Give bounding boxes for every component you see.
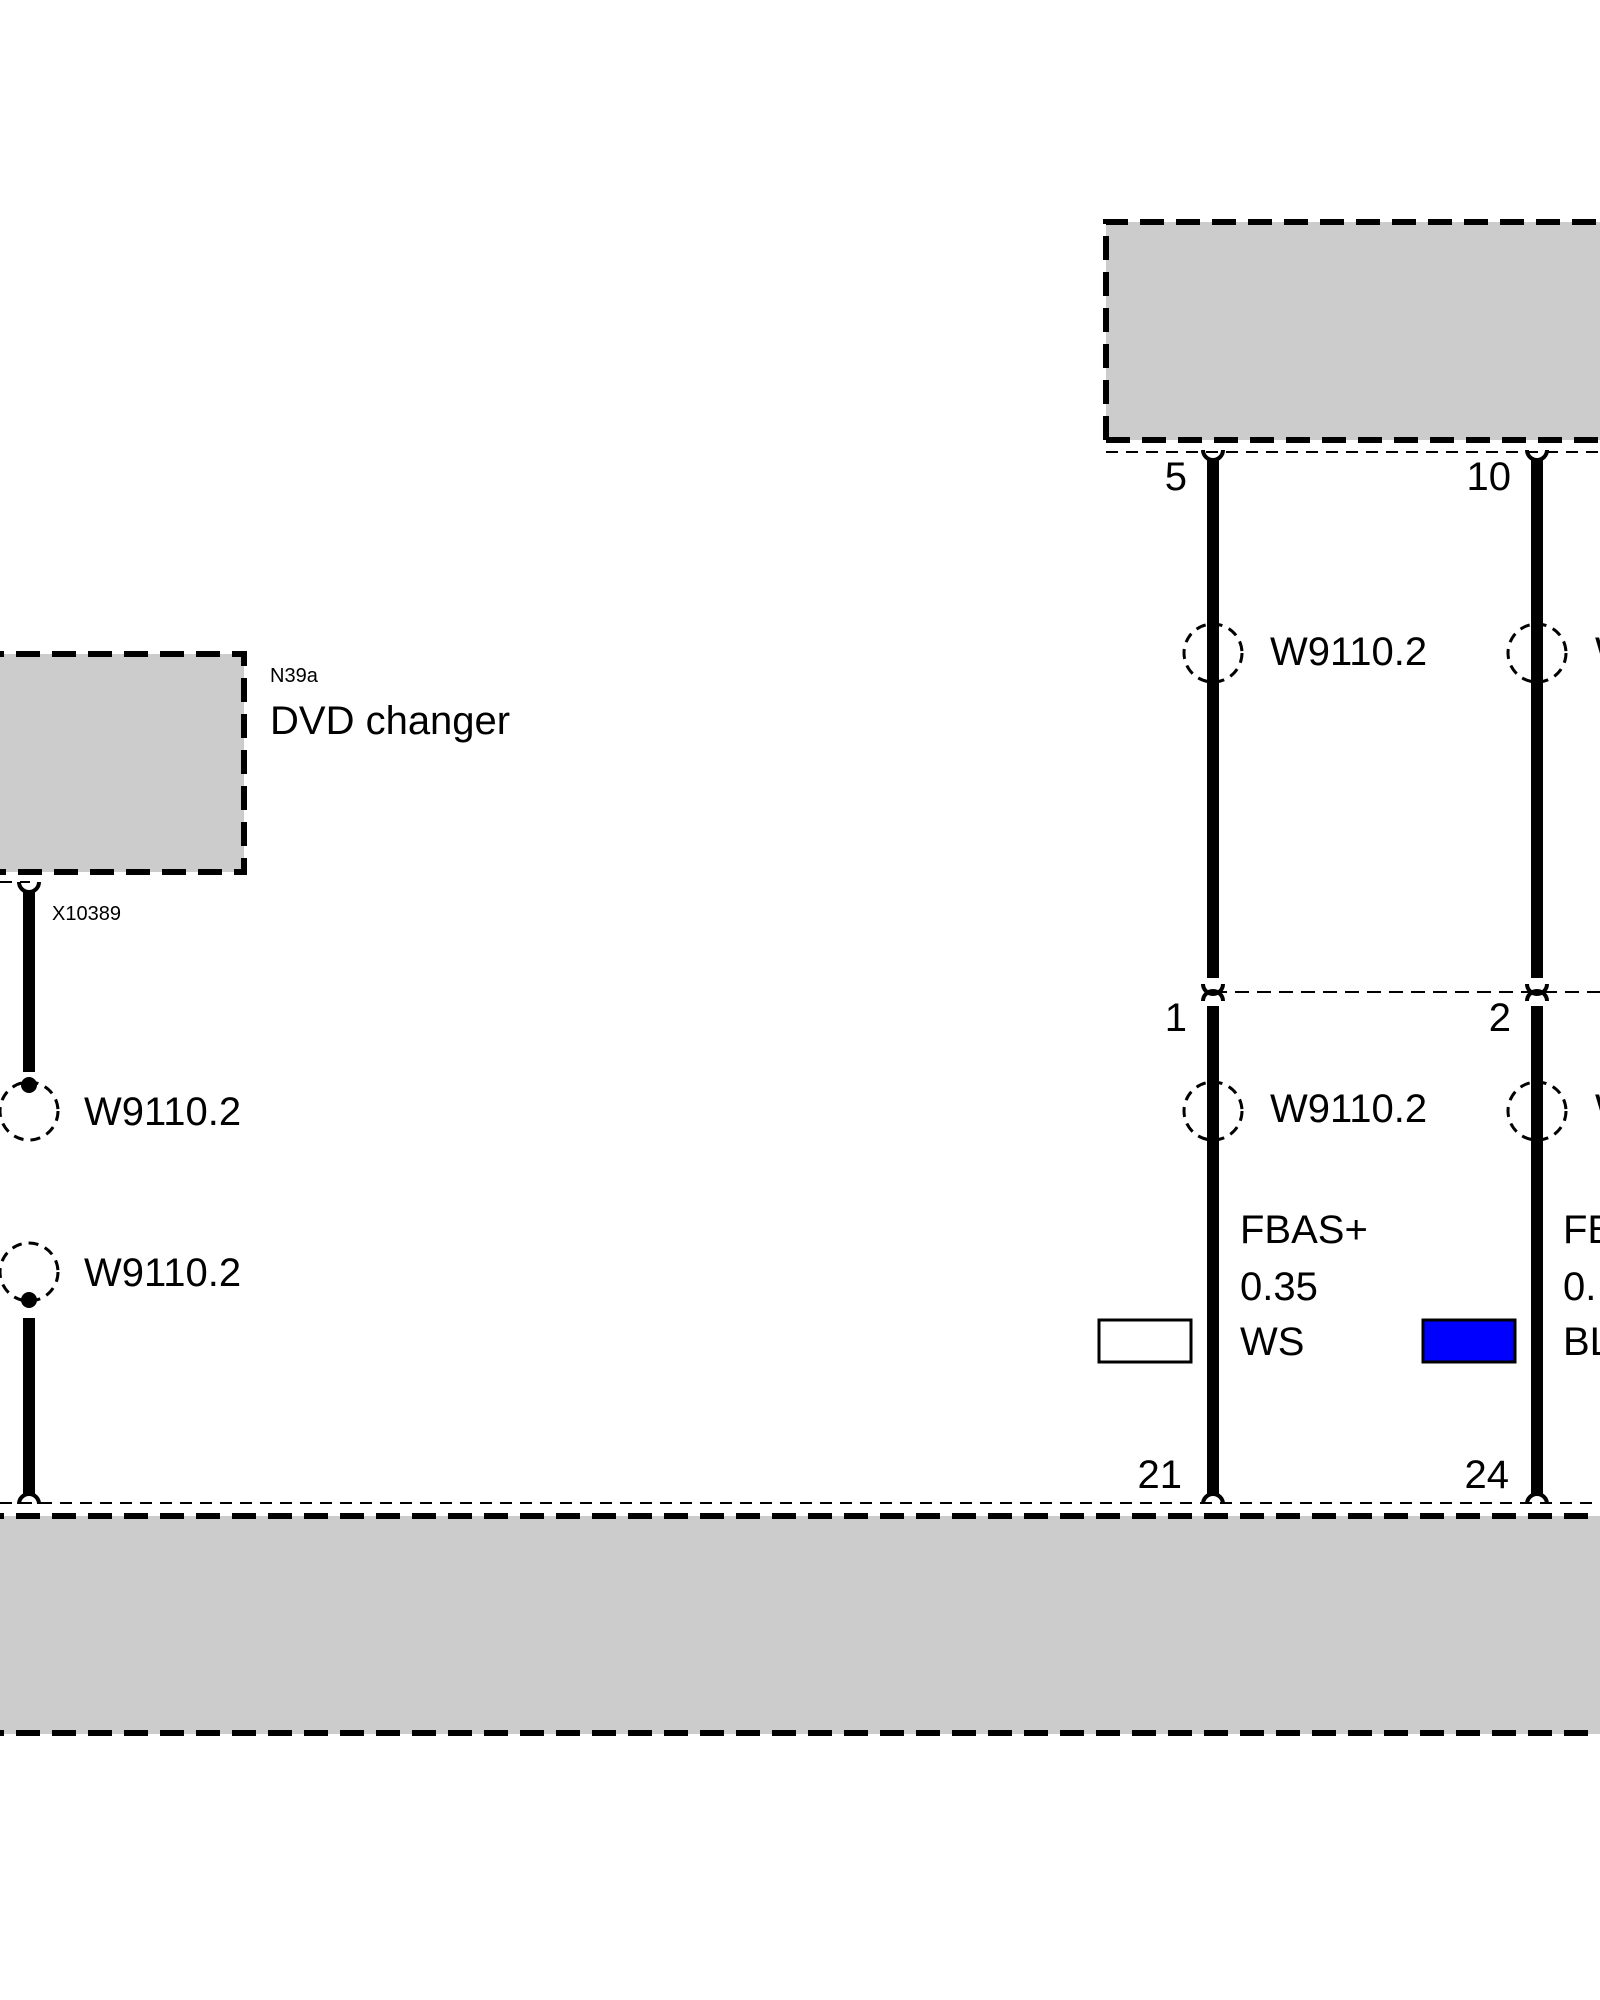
shield-ground-dots <box>21 1077 37 1308</box>
top-component-box <box>1103 219 1600 453</box>
pin-number: 2 <box>1489 996 1511 1040</box>
shield-label: W9110.2 <box>84 1251 241 1295</box>
wire-gauge-label: 0.35 <box>1240 1265 1318 1309</box>
dvd-changer-code: N39a <box>270 665 319 687</box>
wire-color-swatch-bl <box>1421 1318 1517 1364</box>
pin-number: 24 <box>1465 1453 1510 1497</box>
wire-color-swatch-ws <box>1097 1318 1193 1364</box>
shield-label: W9110.2 <box>1595 630 1600 674</box>
dvd-changer-box <box>0 651 247 883</box>
shield-icon <box>0 1241 60 1303</box>
pin-number: 10 <box>1467 455 1512 499</box>
wire-color-label: WS <box>1240 1320 1304 1364</box>
shield-icon <box>1182 622 1244 684</box>
dvd-changer-connector: X10389 <box>52 903 121 925</box>
shield-label: W9110.2 <box>1270 630 1427 674</box>
shield-label: W9110.2 <box>1595 1087 1600 1131</box>
bottom-component-box <box>0 1502 1600 1736</box>
wire-gauge-label: 0. <box>1563 1265 1596 1309</box>
wire-signal-label: FB <box>1563 1208 1600 1252</box>
pin-terminals <box>17 449 1549 1505</box>
shield-label: W9110.2 <box>84 1090 241 1134</box>
shield-label: W9110.2 <box>1270 1087 1427 1131</box>
shield-icon <box>1506 622 1568 684</box>
shield-icon <box>1182 1080 1244 1142</box>
pin-number: 21 <box>1138 1453 1183 1497</box>
pin-number: 1 <box>1165 996 1187 1040</box>
dvd-changer-name: DVD changer <box>270 699 510 743</box>
pin-number: 5 <box>1165 455 1187 499</box>
wire-signal-label: FBAS+ <box>1240 1208 1368 1252</box>
wire-color-label: BL <box>1563 1320 1600 1364</box>
shield-icon <box>1506 1080 1568 1142</box>
